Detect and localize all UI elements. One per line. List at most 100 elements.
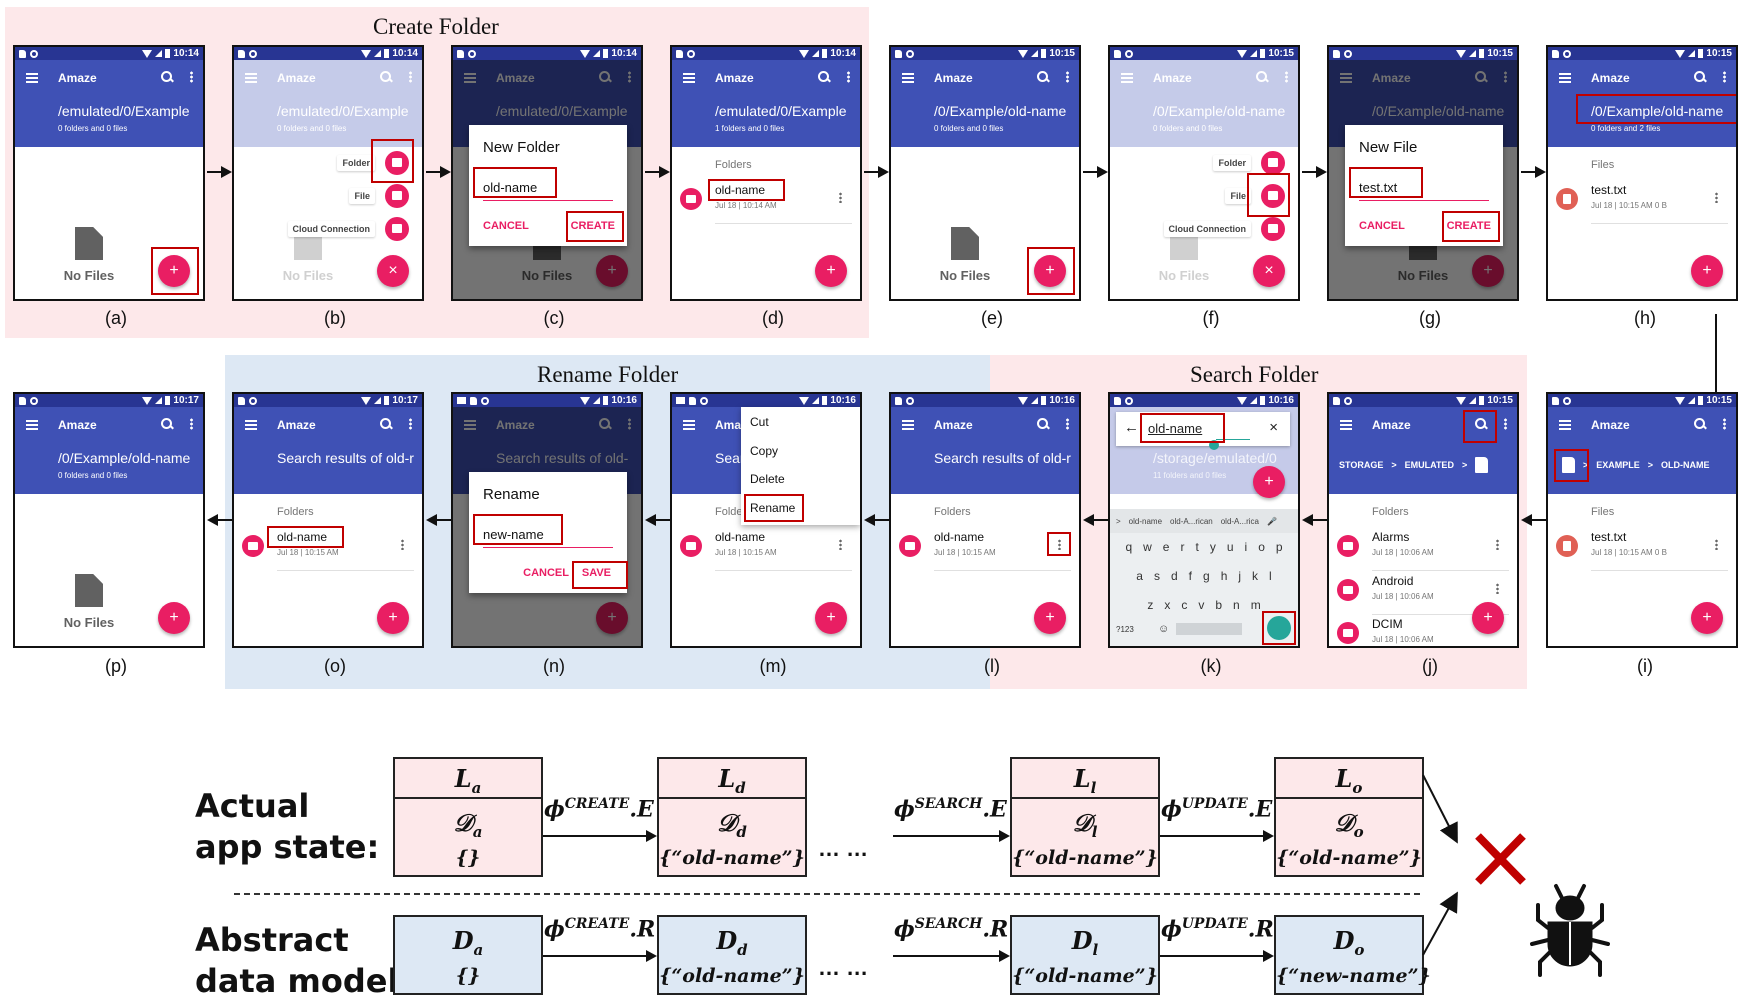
new-folder-option[interactable]: Folder <box>337 151 409 175</box>
menu-icon[interactable] <box>26 73 38 83</box>
menu-icon[interactable] <box>26 420 38 430</box>
more-options-icon[interactable] <box>190 418 193 430</box>
folder-name-input[interactable]: old-name <box>483 180 538 195</box>
suggestion[interactable]: old-A...rica <box>1220 516 1259 526</box>
add-fab-button[interactable]: + <box>1253 466 1285 498</box>
item-options-icon[interactable] <box>1715 539 1718 550</box>
add-fab-button[interactable]: + <box>158 255 190 287</box>
more-options-icon[interactable] <box>847 71 850 83</box>
list-item[interactable]: old-name Jul 18 | 10:15 AM <box>672 527 860 571</box>
add-fab-button[interactable]: + <box>1034 602 1066 634</box>
cancel-button[interactable]: CANCEL <box>523 567 569 579</box>
key[interactable]: p <box>1275 540 1283 554</box>
text-cursor-handle[interactable] <box>1209 440 1219 450</box>
add-fab-button[interactable]: + <box>377 602 409 634</box>
search-key-icon[interactable] <box>1267 616 1291 640</box>
search-icon[interactable] <box>1475 418 1487 430</box>
cancel-button[interactable]: CANCEL <box>483 220 529 232</box>
key[interactable]: g <box>1203 569 1210 583</box>
menu-item-rename[interactable]: Rename <box>750 501 796 515</box>
key[interactable]: c <box>1181 598 1188 612</box>
create-button[interactable]: CREATE <box>1446 220 1491 232</box>
key[interactable]: j <box>1238 569 1242 583</box>
key[interactable]: b <box>1215 598 1222 612</box>
suggestion[interactable]: old-name <box>1128 516 1163 526</box>
key[interactable]: w <box>1143 540 1152 554</box>
menu-icon[interactable] <box>683 420 695 430</box>
more-options-icon[interactable] <box>409 418 412 430</box>
menu-item-delete[interactable]: Delete <box>750 472 785 486</box>
key[interactable]: h <box>1220 569 1228 583</box>
breadcrumb-item[interactable]: EMULATED <box>1404 460 1454 470</box>
cancel-button[interactable]: CANCEL <box>1359 220 1405 232</box>
key[interactable]: y <box>1209 540 1216 554</box>
file-icon[interactable] <box>1261 184 1285 208</box>
menu-icon[interactable] <box>1559 420 1571 430</box>
key[interactable]: k <box>1252 569 1259 583</box>
close-fab-button[interactable]: × <box>1253 255 1285 287</box>
key[interactable]: x <box>1164 598 1171 612</box>
more-options-icon[interactable] <box>1066 418 1069 430</box>
list-item[interactable]: DCIM Jul 18 | 10:06 AM <box>1329 614 1517 646</box>
new-file-option[interactable]: File <box>1225 184 1285 208</box>
item-options-icon[interactable] <box>1715 192 1718 203</box>
more-options-icon[interactable] <box>1723 71 1726 83</box>
new-file-option[interactable]: File <box>349 184 409 208</box>
key[interactable]: q <box>1125 540 1133 554</box>
close-fab-button[interactable]: × <box>377 255 409 287</box>
key[interactable]: t <box>1195 540 1199 554</box>
more-options-icon[interactable] <box>1504 418 1507 430</box>
menu-item-copy[interactable]: Copy <box>750 444 779 458</box>
space-bar[interactable] <box>1176 623 1242 635</box>
cloud-icon[interactable] <box>385 217 409 241</box>
list-item[interactable]: Android Jul 18 | 10:06 AM <box>1329 571 1517 615</box>
item-options-icon[interactable] <box>839 539 842 550</box>
search-icon[interactable] <box>1694 71 1706 83</box>
symbols-key[interactable]: ?123 <box>1116 625 1134 634</box>
menu-item-cut[interactable]: Cut <box>750 415 769 429</box>
list-item[interactable]: Alarms Jul 18 | 10:06 AM <box>1329 527 1517 571</box>
search-icon[interactable] <box>380 418 392 430</box>
key[interactable]: u <box>1226 540 1234 554</box>
save-button[interactable]: SAVE <box>581 567 611 579</box>
cloud-connection-option[interactable]: Cloud Connection <box>1163 217 1285 241</box>
menu-icon[interactable] <box>902 420 914 430</box>
search-icon[interactable] <box>1037 418 1049 430</box>
menu-icon[interactable] <box>245 420 257 430</box>
search-icon[interactable] <box>1037 71 1049 83</box>
emoji-key[interactable]: ☺ <box>1158 623 1170 635</box>
clear-icon[interactable]: × <box>1269 419 1278 436</box>
search-input[interactable]: old-name <box>1148 421 1203 436</box>
menu-icon[interactable] <box>1340 420 1352 430</box>
key[interactable]: d <box>1170 569 1178 583</box>
more-options-icon[interactable] <box>1723 418 1726 430</box>
file-name-input[interactable]: test.txt <box>1359 180 1398 195</box>
key[interactable]: z <box>1147 598 1154 612</box>
menu-icon[interactable] <box>1559 73 1571 83</box>
key[interactable]: a <box>1136 569 1143 583</box>
add-fab-button[interactable]: + <box>1691 602 1723 634</box>
breadcrumb-item[interactable]: EXAMPLE <box>1596 460 1640 470</box>
search-icon[interactable] <box>161 71 173 83</box>
sd-card-icon[interactable] <box>1562 457 1575 473</box>
folder-icon[interactable] <box>385 151 409 175</box>
key[interactable]: i <box>1244 540 1248 554</box>
cloud-connection-option[interactable]: Cloud Connection <box>287 217 409 241</box>
search-icon[interactable] <box>1694 418 1706 430</box>
search-icon[interactable] <box>818 71 830 83</box>
item-options-icon[interactable] <box>1058 539 1061 550</box>
file-icon[interactable] <box>385 184 409 208</box>
menu-icon[interactable] <box>683 73 695 83</box>
more-options-icon[interactable] <box>190 71 193 83</box>
key[interactable]: e <box>1162 540 1170 554</box>
add-fab-button[interactable]: + <box>1691 255 1723 287</box>
item-options-icon[interactable] <box>401 539 404 550</box>
folder-icon[interactable] <box>1261 151 1285 175</box>
list-item[interactable]: old-name Jul 18 | 10:14 AM <box>672 180 860 224</box>
microphone-icon[interactable]: 🎤 <box>1266 516 1277 526</box>
key[interactable]: s <box>1153 569 1160 583</box>
add-fab-button[interactable]: + <box>1472 602 1504 634</box>
list-item[interactable]: test.txt Jul 18 | 10:15 AM 0 B <box>1548 180 1736 224</box>
add-fab-button[interactable]: + <box>815 602 847 634</box>
key[interactable]: f <box>1188 569 1192 583</box>
